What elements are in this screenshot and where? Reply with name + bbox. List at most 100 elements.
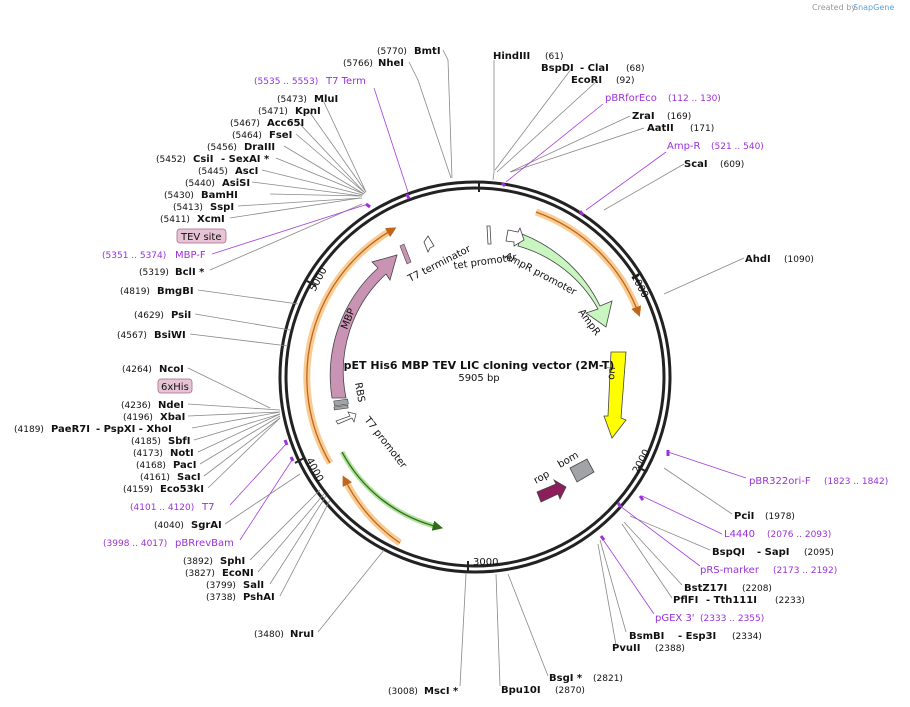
ampr-orf-arc (534, 208, 642, 314)
primer-label[interactable]: T7 (201, 502, 214, 513)
enzyme-label[interactable]: AatII (647, 123, 674, 134)
enzyme-label[interactable]: SalI (243, 580, 264, 591)
enzyme-pos: (1090) (784, 255, 814, 265)
enzyme-sep[interactable]: - Tth111I (706, 595, 757, 606)
enzyme-label[interactable]: PciI (734, 511, 754, 522)
enzyme-label[interactable]: BclI * (175, 267, 205, 278)
enzyme-label[interactable]: AhdI (745, 254, 771, 265)
t7-orf-arc-line (342, 475, 401, 544)
label-rop: rop (532, 469, 552, 487)
enzyme-pos: (3799) (206, 581, 236, 591)
label-rbs: RBS (352, 382, 366, 404)
enzyme-label[interactable]: AsiSI (222, 178, 250, 189)
primer-range: (1823 .. 1842) (824, 477, 888, 487)
enzyme-sep[interactable]: - SexAI * (221, 154, 270, 165)
tev-site-badge[interactable] (176, 228, 227, 244)
enzyme-label[interactable]: SbfI (168, 436, 190, 447)
enzyme-sep[interactable]: - ClaI (580, 63, 609, 74)
enzyme-label[interactable]: BsiWI (154, 330, 186, 341)
enzyme-label[interactable]: SphI (220, 556, 245, 567)
primer-range: (5535 .. 5553) (254, 77, 318, 87)
enzyme-label[interactable]: BsgI * (549, 673, 583, 684)
bom-feature[interactable] (569, 458, 595, 483)
enzyme-pos: (5430) (164, 191, 194, 201)
enzyme-label[interactable]: MscI * (424, 686, 459, 697)
enzyme-label[interactable]: NotI (170, 448, 194, 459)
ampr-orf-arc-line (535, 211, 642, 317)
enzyme-pos: (2233) (775, 596, 805, 606)
enzyme-label[interactable]: CsiI (193, 154, 213, 165)
tev-site-label: TEV site (180, 232, 222, 243)
tev-site-feature[interactable] (399, 243, 412, 265)
t7-promoter-feature[interactable] (335, 411, 357, 425)
enzyme-label[interactable]: PshAI (243, 592, 275, 603)
enzyme-pos: (2208) (742, 584, 772, 594)
enzyme-label[interactable]: DraIII (244, 142, 275, 153)
mbp-feature[interactable] (329, 254, 398, 399)
enzyme-label[interactable]: PsiI (171, 310, 191, 321)
enzyme-label[interactable]: ScaI (684, 159, 708, 170)
enzyme-label[interactable]: NheI (378, 58, 404, 69)
enzyme-pos: (68) (626, 64, 644, 74)
lac-green-arc (339, 450, 439, 530)
enzyme-label[interactable]: EcoNI (222, 568, 254, 579)
enzyme-sep[interactable]: - SapI (757, 547, 789, 558)
enzyme-label[interactable]: ZraI (632, 111, 655, 122)
primer-label[interactable]: T7 Term (325, 76, 366, 87)
enzyme-label[interactable]: BsmBI (629, 631, 664, 642)
enzyme-pos: (2334) (732, 632, 762, 642)
t7-terminator-feature[interactable] (423, 235, 435, 253)
primer-label[interactable]: pBRrevBam (175, 538, 234, 549)
enzyme-label[interactable]: PacI (173, 460, 196, 471)
primer-label[interactable]: pRS-marker (700, 565, 760, 576)
primer-label[interactable]: MBP-F (175, 250, 206, 261)
scale-ticks (294, 272, 648, 572)
enzyme-label[interactable]: XbaI (160, 412, 185, 423)
enzyme-label[interactable]: EcoRI (571, 75, 602, 86)
enzyme-label[interactable]: AscI (235, 166, 258, 177)
enzyme-label[interactable]: BmtI (414, 46, 441, 57)
enzyme-label[interactable]: BspQI (712, 547, 745, 558)
enzyme-label[interactable]: BspDI (541, 63, 574, 74)
enzyme-label[interactable]: NdeI (158, 400, 184, 411)
enzyme-label[interactable]: BamHI (201, 190, 238, 201)
enzyme-label[interactable]: Eco53kI (160, 484, 204, 495)
enzyme-label[interactable]: HindIII (493, 51, 530, 62)
primer-label[interactable]: pGEX 3' (655, 613, 695, 624)
tet-promoter-feature[interactable] (486, 225, 492, 245)
enzyme-label[interactable]: NcoI (159, 364, 184, 375)
enzyme-label[interactable]: PaeR7I (51, 424, 90, 435)
enzyme-label[interactable]: SacI (177, 472, 201, 483)
enzyme-label[interactable]: SspI (210, 202, 234, 213)
ampr-feature[interactable] (517, 233, 613, 328)
enzyme-label[interactable]: BstZ17I (684, 583, 727, 594)
enzyme-label[interactable]: BmgBI (157, 286, 194, 297)
enzyme-label[interactable]: PflFI (673, 595, 698, 606)
enzyme-sep[interactable]: - Esp3I (678, 631, 716, 642)
enzyme-pos: (5445) (198, 167, 228, 177)
enzyme-label[interactable]: Acc65I (267, 118, 304, 129)
rbs-feature[interactable] (333, 398, 349, 407)
rop-feature[interactable] (536, 478, 567, 503)
ampr-promoter-feature[interactable] (505, 226, 525, 247)
mbp-orf-arc-line (306, 227, 397, 464)
enzyme-pos: (171) (690, 124, 714, 134)
enzyme-label[interactable]: FseI (269, 130, 292, 141)
enzyme-pos: (3827) (185, 569, 215, 579)
primer-label[interactable]: Amp-R (667, 141, 701, 152)
primer-label[interactable]: pBR322ori-F (749, 476, 811, 487)
enzyme-pos: (4189) (14, 425, 44, 435)
enzyme-label[interactable]: KpnI (295, 106, 321, 117)
enzyme-label[interactable]: XcmI (197, 214, 225, 225)
enzyme-label[interactable]: PvuII (612, 643, 640, 654)
enzyme-label[interactable]: SgrAI (191, 520, 222, 531)
ori-feature[interactable] (603, 351, 627, 439)
enzyme-label[interactable]: NruI (290, 629, 314, 640)
primer-label[interactable]: pBRforEco (605, 93, 657, 104)
primer-label[interactable]: L4440 (724, 529, 755, 540)
label-ampr-promoter: AmpR promoter (503, 251, 579, 298)
enzyme-sep[interactable]: - PspXI - XhoI (96, 424, 172, 435)
enzyme-label[interactable]: Bpu10I (501, 685, 541, 696)
enzyme-label[interactable]: MluI (314, 94, 338, 105)
his-tag-badge[interactable] (157, 378, 193, 394)
